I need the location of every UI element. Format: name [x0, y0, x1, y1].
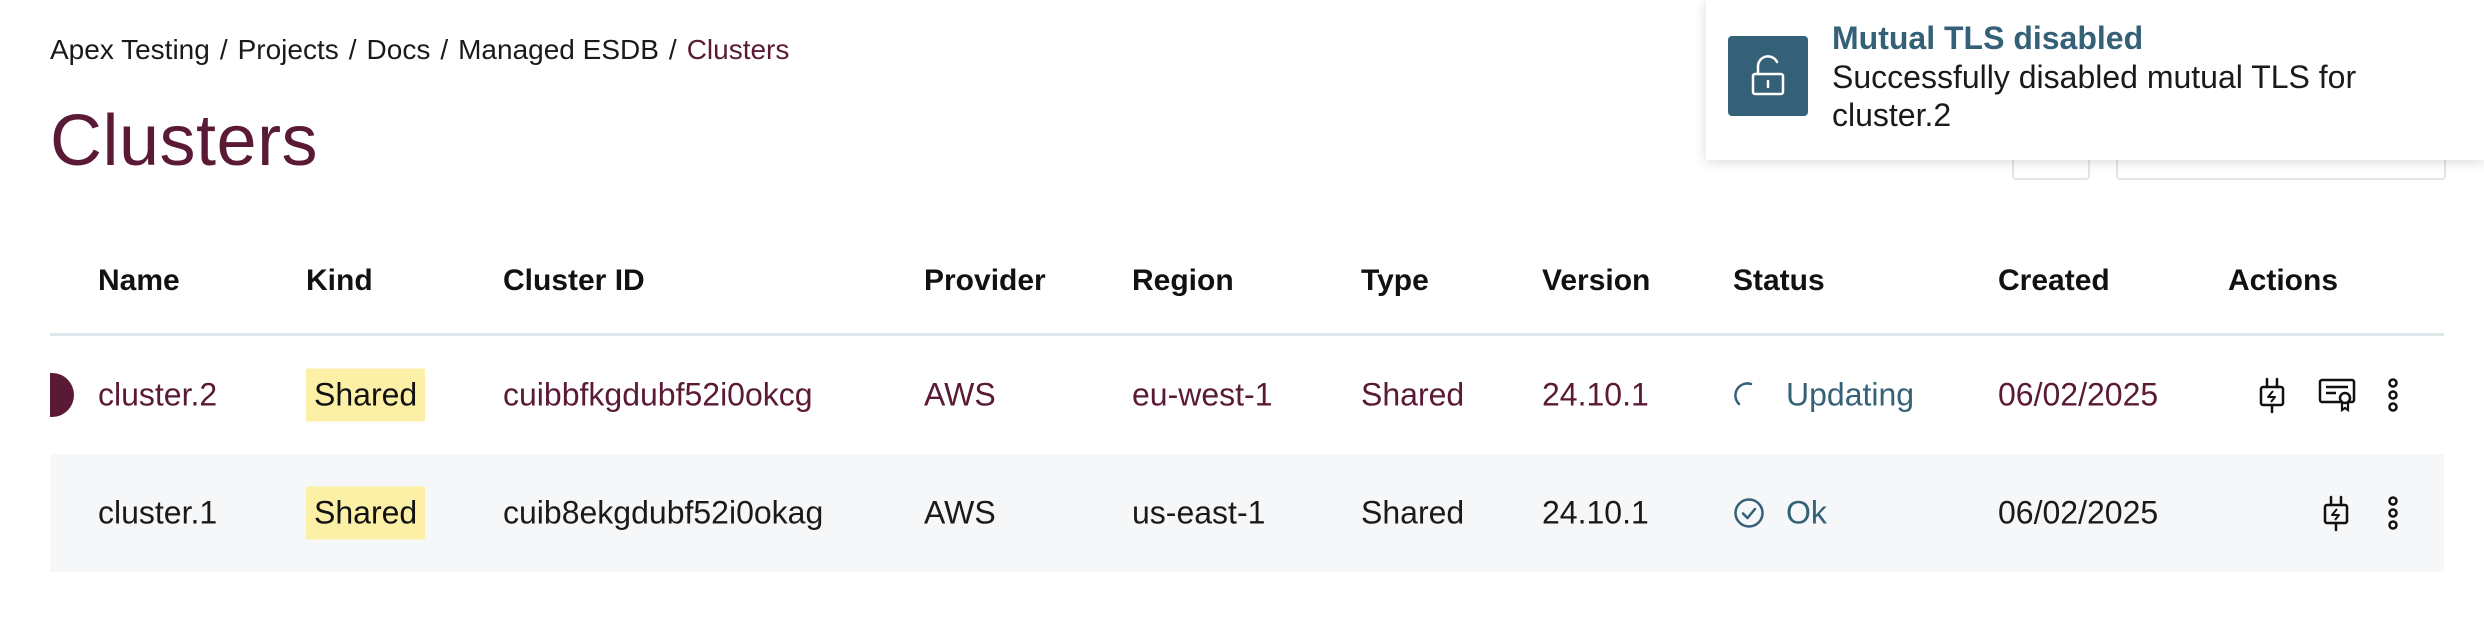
toast-notification[interactable]: Mutual TLS disabled Successfully disable…	[1706, 0, 2484, 160]
certificate-icon[interactable]	[2318, 378, 2358, 412]
kind-badge: Shared	[306, 368, 426, 422]
table-header: Name Kind Cluster ID Provider Region Typ…	[50, 250, 2444, 336]
unlock-icon	[1728, 36, 1808, 116]
check-circle-icon	[1733, 497, 1765, 529]
column-header-cluster-id[interactable]: Cluster ID	[503, 264, 645, 297]
kebab-menu-icon[interactable]	[2386, 495, 2400, 531]
column-header-region[interactable]: Region	[1132, 264, 1234, 297]
breadcrumb-separator: /	[440, 34, 449, 65]
created-cell: 06/02/2025	[1998, 494, 2159, 531]
clusters-table: Name Kind Cluster ID Provider Region Typ…	[50, 250, 2444, 572]
column-header-kind[interactable]: Kind	[306, 264, 373, 297]
toast-title: Mutual TLS disabled	[1832, 20, 2144, 56]
column-header-type[interactable]: Type	[1361, 264, 1429, 297]
column-header-created[interactable]: Created	[1998, 264, 2110, 297]
kebab-menu-icon[interactable]	[2386, 377, 2400, 413]
breadcrumb-separator: /	[668, 34, 677, 65]
breadcrumb-separator: /	[348, 34, 357, 65]
selected-row-indicator	[50, 373, 74, 417]
status-text: Updating	[1786, 376, 1915, 413]
version-cell: 24.10.1	[1542, 494, 1649, 531]
spinner-icon	[1733, 380, 1763, 410]
breadcrumb-item-project[interactable]: Docs	[366, 34, 431, 65]
region-cell: eu-west-1	[1132, 376, 1273, 413]
breadcrumb-separator: /	[219, 34, 228, 65]
breadcrumb-item-managed-esdb[interactable]: Managed ESDB	[458, 34, 659, 65]
provider-cell: AWS	[924, 494, 996, 531]
region-cell: us-east-1	[1132, 494, 1266, 531]
table-row[interactable]: cluster.2 Shared cuibbfkgdubf52i0okcg AW…	[50, 336, 2444, 454]
breadcrumb-item-projects[interactable]: Projects	[237, 34, 339, 65]
page-title: Clusters	[50, 101, 319, 181]
breadcrumb: Apex Testing / Projects / Docs / Managed ESDB /…	[50, 34, 789, 66]
column-header-provider[interactable]: Provider	[924, 264, 1046, 297]
cluster-id[interactable]: cuib8ekgdubf52i0okag	[503, 494, 824, 531]
cluster-name[interactable]: cluster.2	[98, 376, 218, 413]
table-row[interactable]: cluster.1 Shared cuib8ekgdubf52i0okag AW…	[50, 454, 2444, 572]
breadcrumb-current: Clusters	[686, 34, 790, 65]
status-text: Ok	[1786, 494, 1827, 531]
column-header-name[interactable]: Name	[98, 264, 180, 297]
plug-icon[interactable]	[2256, 375, 2288, 415]
provider-cell: AWS	[924, 376, 996, 413]
kind-badge: Shared	[306, 486, 426, 540]
column-header-actions: Actions	[2228, 264, 2339, 297]
created-cell: 06/02/2025	[1998, 376, 2159, 413]
type-cell: Shared	[1361, 494, 1465, 531]
column-header-status[interactable]: Status	[1733, 264, 1825, 297]
column-header-version[interactable]: Version	[1542, 264, 1651, 297]
cluster-id[interactable]: cuibbfkgdubf52i0okcg	[503, 376, 813, 413]
toast-message: Successfully disabled mutual TLS for clu…	[1832, 59, 2357, 133]
version-cell: 24.10.1	[1542, 376, 1649, 413]
breadcrumb-item-org[interactable]: Apex Testing	[50, 34, 210, 65]
type-cell: Shared	[1361, 376, 1465, 413]
cluster-name[interactable]: cluster.1	[98, 494, 218, 531]
plug-icon[interactable]	[2320, 493, 2352, 533]
